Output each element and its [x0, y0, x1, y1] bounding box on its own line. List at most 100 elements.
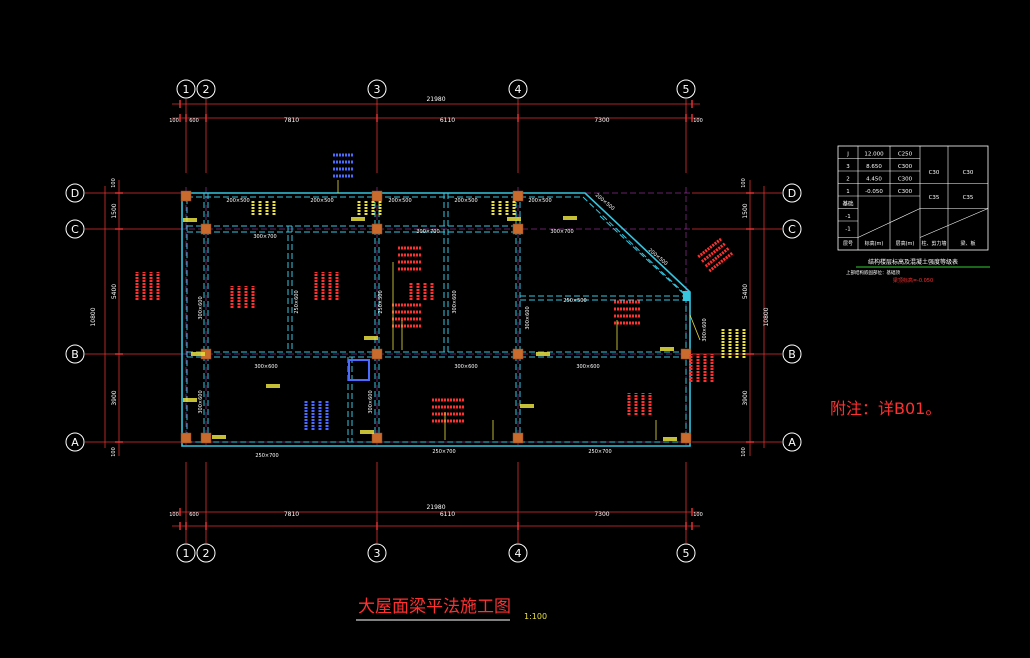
- drawing-scale: 1:100: [524, 612, 547, 621]
- rebar-annotation: [357, 201, 382, 215]
- support-tag: [266, 384, 280, 388]
- beam-label-vertical: 250×600: [294, 290, 300, 313]
- rebar-text-line: [708, 251, 734, 273]
- table-cell: C300: [898, 177, 913, 183]
- axis-bubble: [367, 543, 387, 563]
- axis-label-D: D: [71, 187, 79, 200]
- column: [200, 223, 212, 235]
- support-tag: [520, 404, 534, 408]
- table-cell: C30: [929, 170, 940, 176]
- column: [200, 432, 212, 444]
- table-cell: -1: [845, 227, 850, 233]
- note-text: 附注：详B01。: [830, 399, 941, 418]
- rebar-annotation: [230, 286, 255, 308]
- table-header-cell: 柱、剪力墙: [921, 240, 946, 247]
- table-cell: C250: [898, 152, 913, 158]
- dim-span: 6110: [440, 511, 455, 518]
- dim-edge: 100: [169, 118, 179, 124]
- table-cell: J: [846, 152, 849, 158]
- beam-label-diag: 200×500: [647, 247, 669, 267]
- beam-label-bottom: 250×700: [432, 449, 455, 455]
- axis-bubble: [782, 219, 802, 239]
- table-cell: C35: [929, 195, 940, 201]
- dim-total-right: 10800: [763, 307, 770, 326]
- table-header-cell: 梁、板: [960, 240, 975, 247]
- beam-label-vertical: 300×600: [525, 306, 531, 329]
- axis-label-2: 2: [203, 83, 210, 96]
- table-cell: -1: [845, 214, 850, 220]
- table-header-cell: 标高(m): [865, 240, 884, 247]
- beam-label-vertical: 300×600: [198, 390, 204, 413]
- drawing-title: 大屋面梁平法施工图: [358, 597, 511, 617]
- axis-label-D: D: [788, 187, 796, 200]
- axis-bubble: [65, 183, 85, 203]
- rebar-annotation: [432, 398, 464, 423]
- table-cell: C30: [963, 170, 974, 176]
- dim-edge: 100: [693, 512, 703, 518]
- dim-edge: 600: [189, 512, 199, 518]
- axis-label-5: 5: [683, 83, 690, 96]
- column: [680, 432, 692, 444]
- beam-label-vertical: 300×600: [198, 296, 204, 319]
- axis-label-4: 4: [515, 83, 522, 96]
- support-tag: [351, 217, 365, 221]
- axis-label-3: 3: [374, 547, 381, 560]
- table-cell: C35: [963, 195, 974, 201]
- dim-span: 1500: [111, 203, 118, 218]
- beam-label-vertical: 300×600: [368, 390, 374, 413]
- axis-bubble: [676, 543, 696, 563]
- support-tag: [360, 430, 374, 434]
- beam-label-bottom: 250×700: [588, 449, 611, 455]
- axis-bubble: [782, 183, 802, 203]
- dim-span: 7300: [594, 117, 609, 124]
- beam-label-c: 300×700: [253, 234, 276, 240]
- table-cell: 2: [846, 177, 850, 183]
- beam-label-bottom: 250×700: [255, 453, 278, 459]
- dim-edge: 100: [741, 447, 747, 457]
- table-cell: 4.450: [866, 177, 882, 183]
- axis-label-A: A: [71, 436, 79, 449]
- beam-label-mid: 250×500: [563, 298, 586, 304]
- axis-bubble: [196, 79, 216, 99]
- column: [180, 432, 192, 444]
- rebar-annotation: [251, 201, 276, 215]
- axis-label-5: 5: [683, 547, 690, 560]
- rebar-annotation: [398, 246, 422, 271]
- axis-bubble: [65, 432, 85, 452]
- beam-label-c: 300×700: [550, 229, 573, 235]
- axis-label-C: C: [788, 223, 796, 236]
- axis-label-4: 4: [515, 547, 522, 560]
- beam-label-c: 300×700: [416, 229, 439, 235]
- table-cell: 1: [846, 189, 850, 195]
- leader-line: [689, 314, 701, 341]
- rebar-annotation: [491, 201, 516, 215]
- table-cell: C300: [898, 189, 913, 195]
- axis-label-B: B: [71, 348, 79, 361]
- table-caption: 结构楼层标高及混凝土强度等级表: [868, 258, 958, 266]
- axis-bubble: [176, 543, 196, 563]
- rebar-annotation: [689, 354, 714, 382]
- axis-bubble: [508, 543, 528, 563]
- table-diagonal: [857, 208, 921, 238]
- axis-bubble: [782, 432, 802, 452]
- beam-label-b: 300×600: [454, 364, 477, 370]
- axis-bubble: [65, 219, 85, 239]
- table-cell: 3: [846, 164, 850, 170]
- rebar-text-line: [704, 246, 731, 268]
- dim-span: 5400: [742, 284, 749, 299]
- dim-span: 3900: [111, 390, 118, 405]
- dim-edge: 100: [169, 512, 179, 518]
- table-cell: -0.050: [865, 189, 883, 195]
- table-red-note: 梁顶标高=-0.050: [893, 277, 933, 284]
- corner-column: [683, 291, 690, 301]
- table-header-cell: 层高(m): [896, 240, 915, 247]
- axis-bubble: [676, 79, 696, 99]
- dim-span: 7300: [594, 511, 609, 518]
- axis-bubble: [508, 79, 528, 99]
- rebar-annotation: [304, 400, 329, 430]
- support-tag: [536, 352, 550, 356]
- column: [371, 432, 383, 444]
- dim-edge: 100: [111, 178, 117, 188]
